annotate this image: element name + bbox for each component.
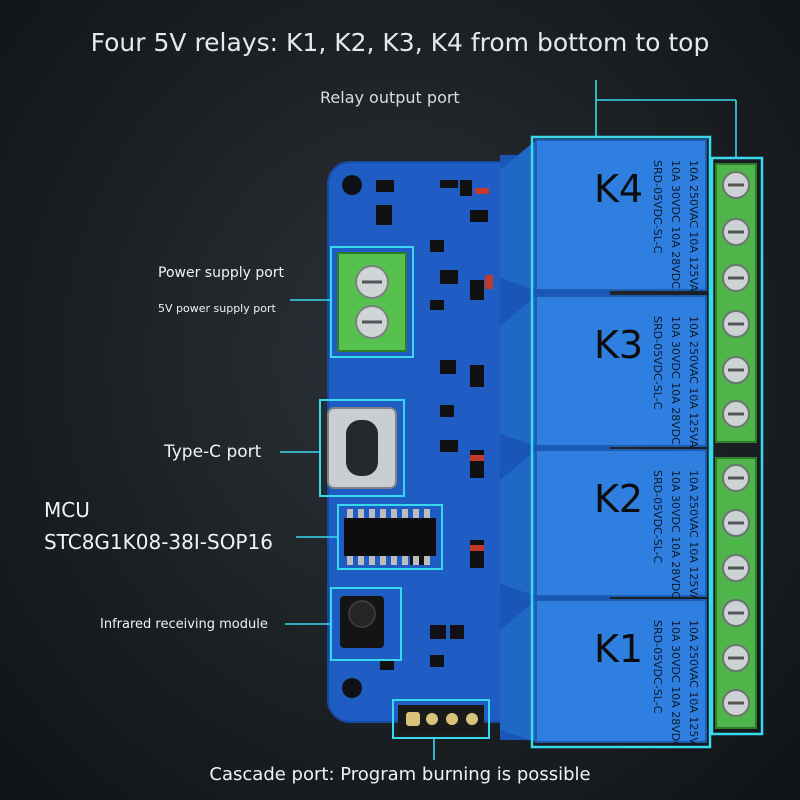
relay-output-terminals xyxy=(715,163,757,729)
relay-spec-label: 10A 30VDC 10A 28VDC xyxy=(669,316,682,445)
mounting-hole xyxy=(342,175,362,195)
relay-output-label: Relay output port xyxy=(320,88,460,107)
type-c-socket xyxy=(346,420,378,476)
relay-k3: K3 10A 250VAC 10A 125VAC 10A 30VDC 10A 28V… xyxy=(500,295,707,456)
relay-output-highlight xyxy=(710,156,764,736)
relays-highlight xyxy=(530,135,712,749)
page-title: Four 5V relays: K1, K2, K3, K4 from bott… xyxy=(90,28,710,57)
power-port-highlight xyxy=(330,246,414,358)
diode-components xyxy=(470,188,493,551)
relay-spec-label: 10A 250VAC 10A 125VAC xyxy=(687,316,700,456)
relay-id-label: K3 xyxy=(594,323,643,367)
mcu-label: MCU xyxy=(44,498,90,522)
relays: K4 10A 250VAC 10A 125VAC 10A 30VDC 10A 28V… xyxy=(500,139,707,760)
ir-receiver xyxy=(340,596,384,648)
relay-k1: K1 10A 250VAC 10A 125VAC 10A 30VDC 10A 28V… xyxy=(500,599,707,760)
relay-id-label: K2 xyxy=(594,477,643,521)
relay-spec-label: 10A 30VDC 10A 28VDC xyxy=(669,470,682,599)
relay-spec-label: 10A 30VDC 10A 28VDC xyxy=(669,160,682,289)
relay-id-label: K1 xyxy=(594,627,643,671)
header-pins xyxy=(406,712,478,726)
relay-k2: K2 10A 250VAC 10A 125VAC 10A 30VDC 10A 28V… xyxy=(500,449,707,610)
power-5v-label: 5V power supply port xyxy=(158,302,276,315)
relay-spec-label: 10A 250VAC 10A 125VAC xyxy=(687,470,700,610)
smd-components xyxy=(376,180,488,670)
relay-model-label: SRD-05VDC-SL-C xyxy=(651,470,664,564)
infrared-label: Infrared receiving module xyxy=(100,617,268,632)
power-supply-label: Power supply port xyxy=(158,265,285,281)
relay-k4: K4 10A 250VAC 10A 125VAC 10A 30VDC 10A 28V… xyxy=(500,139,707,300)
callout-lines xyxy=(280,80,737,760)
relay-model-label: SRD-05VDC-SL-C xyxy=(651,620,664,714)
relay-spec-label: 10A 30VDC 10A 28VDC xyxy=(669,620,682,749)
relay-model-label: SRD-05VDC-SL-C xyxy=(651,160,664,254)
type-c-highlight xyxy=(319,399,405,497)
mcu-chip xyxy=(344,509,436,565)
relay-id-label: K4 xyxy=(594,167,643,211)
relay-model-label: SRD-05VDC-SL-C xyxy=(651,316,664,410)
cascade-label: Cascade port: Program burning is possibl… xyxy=(209,764,591,785)
mcu-model-label: STC8G1K08-38I-SOP16 xyxy=(44,530,273,554)
terminal-screws xyxy=(722,171,750,717)
relay-spec-label: 10A 250VAC 10A 125VAC xyxy=(687,620,700,760)
type-c-label: Type-C port xyxy=(164,442,262,462)
relay-spec-label: 10A 250VAC 10A 125VAC xyxy=(687,160,700,300)
cascade-highlight xyxy=(392,699,490,739)
mounting-hole xyxy=(342,678,362,698)
